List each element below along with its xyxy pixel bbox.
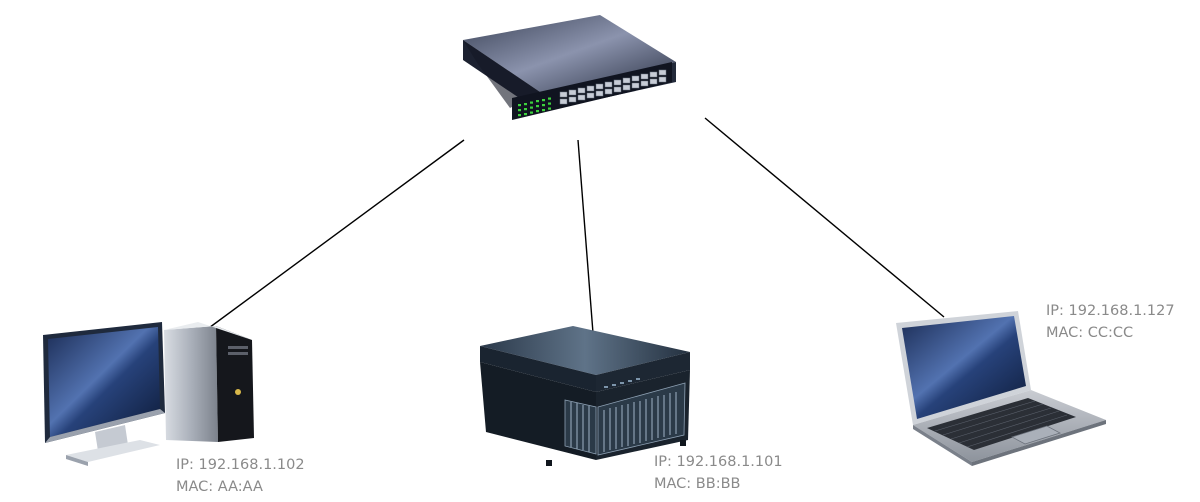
desktop-computer-icon bbox=[43, 322, 254, 466]
server-ip: IP: 192.168.1.101 bbox=[654, 454, 783, 470]
laptop-icon bbox=[896, 311, 1106, 466]
laptop-ip: IP: 192.168.1.127 bbox=[1046, 303, 1175, 319]
desktop-mac: MAC: AA:AA bbox=[176, 479, 263, 495]
laptop-label: IP: 192.168.1.127 MAC: CC:CC bbox=[1046, 300, 1175, 344]
server-mac: MAC: BB:BB bbox=[654, 476, 741, 492]
connections bbox=[197, 117, 945, 337]
laptop-mac: MAC: CC:CC bbox=[1046, 325, 1134, 341]
link-switch-server bbox=[577, 139, 594, 334]
desktop-ip: IP: 192.168.1.102 bbox=[176, 457, 305, 473]
link-switch-desktop bbox=[197, 139, 465, 337]
rack-server-icon bbox=[480, 326, 690, 466]
desktop-label: IP: 192.168.1.102 MAC: AA:AA bbox=[176, 454, 305, 498]
server-label: IP: 192.168.1.101 MAC: BB:BB bbox=[654, 451, 783, 495]
link-switch-laptop bbox=[704, 117, 945, 318]
network-switch-icon bbox=[463, 15, 676, 120]
